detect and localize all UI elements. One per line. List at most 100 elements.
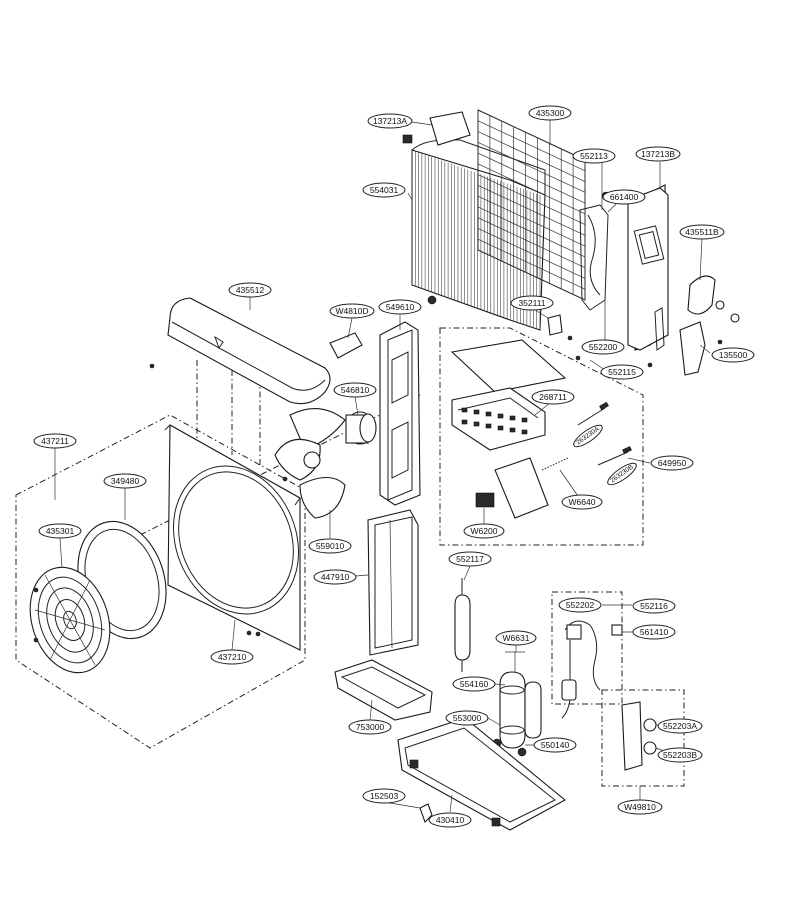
rear-guard-grille <box>477 109 586 301</box>
motor-bracket <box>379 321 421 506</box>
drain-tray <box>334 659 433 721</box>
label-W4810D: W4810D <box>329 303 375 319</box>
svg-text:W6640: W6640 <box>569 497 596 507</box>
svg-text:W6631: W6631 <box>503 633 530 643</box>
control-box-group-outline <box>439 327 644 546</box>
label-437210: 437210 <box>210 649 254 665</box>
pcb-component <box>521 417 528 423</box>
sensor-263230B <box>597 446 632 466</box>
pcb-board <box>475 457 549 519</box>
label-552113: 552113 <box>572 148 616 164</box>
label-649950: 649950 <box>650 455 694 471</box>
label-552202: 552202 <box>558 597 602 613</box>
svg-text:268711: 268711 <box>539 392 567 402</box>
svg-text:435512: 435512 <box>236 285 265 295</box>
label-137213B: 137213B <box>635 146 681 162</box>
pcb-component <box>485 411 492 417</box>
label-137213A: 137213A <box>367 113 413 129</box>
label-661400: 661400 <box>602 189 646 205</box>
valve-bracket-group-outline <box>601 689 685 787</box>
side-panel-right <box>627 184 669 351</box>
svg-text:552116: 552116 <box>640 601 668 611</box>
label-552203B: 552203B <box>657 747 703 763</box>
svg-text:549610: 549610 <box>386 302 415 312</box>
label-430410: 430410 <box>428 812 472 828</box>
pcb-component <box>497 413 504 419</box>
drawing-stroke <box>477 120 586 172</box>
handle-cover <box>687 275 740 323</box>
screws <box>33 295 723 643</box>
label-552116: 552116 <box>632 598 676 614</box>
svg-text:552200: 552200 <box>589 342 618 352</box>
svg-text:W4810D: W4810D <box>335 306 368 316</box>
pcb-component <box>461 407 468 413</box>
label-447910: 447910 <box>313 569 357 585</box>
label-349480: 349480 <box>103 473 147 489</box>
label-268711: 268711 <box>531 389 575 405</box>
accumulator <box>454 578 471 672</box>
fan-blade <box>274 408 346 519</box>
service-valve-bracket <box>621 701 657 771</box>
drawing-stroke <box>477 238 586 290</box>
drawing-stroke <box>477 152 586 204</box>
svg-text:546810: 546810 <box>341 385 370 395</box>
svg-text:137213B: 137213B <box>641 149 675 159</box>
pcb-component <box>509 415 516 421</box>
label-546810: 546810 <box>333 382 377 398</box>
label-W49810: W49810 <box>617 799 663 815</box>
valve-group-outline <box>551 591 623 705</box>
drawing-stroke <box>477 206 586 258</box>
label-552115: 552115 <box>600 364 644 380</box>
label-435512: 435512 <box>228 282 272 298</box>
drawing-stroke <box>477 163 586 215</box>
label-435300: 435300 <box>528 105 572 121</box>
drawing-stroke <box>477 228 586 279</box>
clip-352111 <box>547 314 563 336</box>
control-box-cover <box>450 339 567 393</box>
compressor <box>492 651 542 757</box>
pcb-component <box>485 423 492 429</box>
bracket-135500 <box>654 307 706 376</box>
svg-text:649950: 649950 <box>658 458 687 468</box>
svg-text:W6200: W6200 <box>471 526 498 536</box>
pcb-component <box>509 427 516 433</box>
label-W6640: W6640 <box>561 494 603 510</box>
label-552203A: 552203A <box>657 718 703 734</box>
label-263230A: 263230A <box>573 424 603 448</box>
svg-text:552113: 552113 <box>580 151 608 161</box>
svg-text:437211: 437211 <box>41 436 69 446</box>
svg-text:437210: 437210 <box>218 652 247 662</box>
partition-plate <box>367 509 419 656</box>
label-554160: 554160 <box>452 676 496 692</box>
svg-text:554160: 554160 <box>460 679 489 689</box>
label-550140: 550140 <box>533 737 577 753</box>
svg-text:559010: 559010 <box>316 541 345 551</box>
drawing-stroke <box>477 195 586 247</box>
svg-text:435511B: 435511B <box>685 227 719 237</box>
svg-text:552203B: 552203B <box>663 750 697 760</box>
label-263230B: 263230B <box>607 462 637 486</box>
label-437211: 437211 <box>33 433 77 449</box>
fan-motor <box>345 411 377 445</box>
svg-text:447910: 447910 <box>321 572 350 582</box>
label-753000: 753000 <box>348 719 392 735</box>
svg-text:561410: 561410 <box>640 627 669 637</box>
label-W6631: W6631 <box>495 630 537 646</box>
label-435301: 435301 <box>38 523 82 539</box>
svg-text:550140: 550140 <box>541 740 570 750</box>
fan-grille <box>29 566 111 674</box>
label-554031: 554031 <box>362 182 406 198</box>
svg-text:152503: 152503 <box>370 791 399 801</box>
cable-W6640 <box>541 457 569 471</box>
svg-text:352111: 352111 <box>518 298 545 308</box>
label-552200: 552200 <box>581 339 625 355</box>
drawing-stroke <box>477 217 586 269</box>
drawing-stroke <box>477 109 586 161</box>
part-labels: 137213A 435300 552113 137213B 554031 661… <box>33 105 755 828</box>
label-152503: 152503 <box>362 788 406 804</box>
drawing-stroke <box>477 185 586 236</box>
coil-561410 <box>611 624 623 636</box>
svg-text:753000: 753000 <box>356 722 385 732</box>
drain-fitting <box>419 803 433 824</box>
